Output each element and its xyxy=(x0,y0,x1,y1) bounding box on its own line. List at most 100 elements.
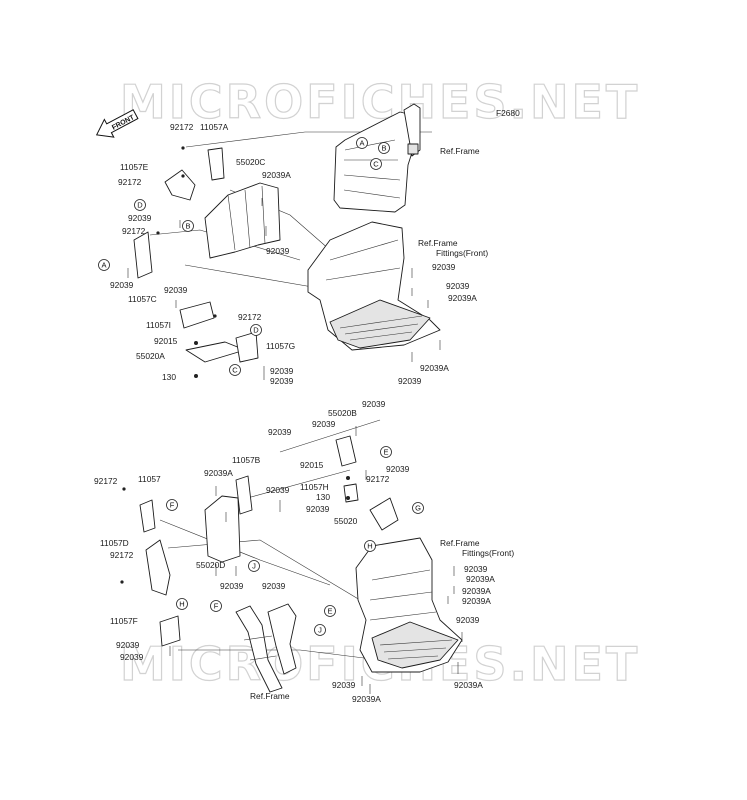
part-label: 92015 xyxy=(300,460,324,470)
bolts-bottom xyxy=(120,426,463,694)
callout-marker: B xyxy=(378,142,390,154)
part-label: 92172 xyxy=(118,177,142,187)
part-label: 92039A xyxy=(204,468,233,478)
callout-marker: H xyxy=(176,598,188,610)
bracket-lower-left xyxy=(179,301,215,329)
watermark-top: MICROFICHES.NET xyxy=(120,75,640,129)
bracket-11057E xyxy=(164,169,196,201)
svg-text:F: F xyxy=(170,501,175,510)
part-label: 92039 xyxy=(464,564,488,574)
svg-text:C: C xyxy=(373,160,379,169)
part-label: 55020B xyxy=(328,408,357,418)
part-label: 92039 xyxy=(306,504,330,514)
part-label: 92039 xyxy=(332,680,356,690)
part-label: 92039 xyxy=(110,280,134,290)
bracket-55020 xyxy=(369,497,399,531)
labels-bottom: 92039 55020B 92039 92039 11057B 92039A 9… xyxy=(94,399,514,704)
part-label: 55020D xyxy=(196,560,225,570)
part-label: 92039 xyxy=(164,285,188,295)
callouts-bottom: E F G H J F H J E xyxy=(166,446,424,636)
part-label: 92039 xyxy=(386,464,410,474)
part-label: 11057E xyxy=(120,162,149,172)
part-label: 92039 xyxy=(270,376,294,386)
fender-panel-top xyxy=(204,182,281,259)
part-label: 92039 xyxy=(266,485,290,495)
svg-text:D: D xyxy=(137,201,143,210)
part-label: 92039 xyxy=(446,281,470,291)
svg-text:E: E xyxy=(327,607,332,616)
part-label: 11057D xyxy=(100,538,129,548)
part-label: 92039A xyxy=(352,694,381,704)
fender-panel-bottom xyxy=(204,495,241,563)
part-label: 130 xyxy=(316,492,330,502)
part-label: 92172 xyxy=(238,312,262,322)
labels-top: 92172 11057A 11057E 92172 55020C 92039A … xyxy=(110,122,488,386)
callout-marker: E xyxy=(324,605,336,617)
part-label: 92039 xyxy=(398,376,422,386)
part-label: 92039 xyxy=(270,366,294,376)
svg-text:A: A xyxy=(101,261,106,270)
part-label: 11057F xyxy=(110,616,138,626)
part-label: 92172 xyxy=(122,226,146,236)
part-label: 11057G xyxy=(266,341,295,351)
callout-marker: J xyxy=(314,624,326,636)
part-label: 92039A xyxy=(448,293,477,303)
part-label: 92039A xyxy=(462,596,491,606)
part-label: Ref.Frame xyxy=(250,691,290,701)
callout-marker: C xyxy=(370,158,382,170)
part-label: 130 xyxy=(162,372,176,382)
part-label: 92039 xyxy=(268,427,292,437)
svg-text:B: B xyxy=(381,144,386,153)
part-label: 92039 xyxy=(362,399,386,409)
part-label: Ref.Frame xyxy=(440,146,480,156)
svg-text:J: J xyxy=(318,626,322,635)
bracket-11057C xyxy=(133,231,153,279)
part-label: Fittings(Front) xyxy=(436,248,488,258)
part-label: 92039A xyxy=(462,586,491,596)
part-label: 92039 xyxy=(262,581,286,591)
part-label: 92039A xyxy=(454,680,483,690)
part-label: 92039A xyxy=(420,363,449,373)
svg-text:H: H xyxy=(179,600,184,609)
part-label: 92039 xyxy=(220,581,244,591)
part-label: 55020A xyxy=(136,351,165,361)
callout-marker: A xyxy=(356,137,368,149)
bracket-11057D xyxy=(145,539,171,596)
callout-marker: B xyxy=(182,220,194,232)
callout-marker: F xyxy=(210,600,222,612)
bottom-assembly xyxy=(120,419,463,694)
callout-marker: D xyxy=(250,324,262,336)
callout-marker: A xyxy=(98,259,110,271)
svg-text:H: H xyxy=(367,542,372,551)
part-label: 55020 xyxy=(334,516,358,526)
part-label: 11057H xyxy=(300,482,329,492)
floor-mat-top xyxy=(329,299,431,349)
part-label: 92172 xyxy=(94,476,118,486)
bracket-11057H xyxy=(343,483,359,503)
svg-text:B: B xyxy=(185,222,190,231)
svg-text:F: F xyxy=(214,602,219,611)
part-label: 11057B xyxy=(232,455,261,465)
floor-mat-bottom xyxy=(371,621,459,669)
part-label: 92039 xyxy=(266,246,290,256)
bracket-11057A xyxy=(207,147,225,181)
bracket-11057G xyxy=(235,331,259,363)
part-label: 11057C xyxy=(128,294,157,304)
part-label: 92039 xyxy=(432,262,456,272)
part-label: 92039 xyxy=(120,652,144,662)
part-label: 92039 xyxy=(116,640,140,650)
svg-text:E: E xyxy=(383,448,388,457)
part-label: 92039 xyxy=(456,615,480,625)
part-label: 11057I xyxy=(146,320,171,330)
part-label: 92039 xyxy=(128,213,152,223)
figure-code: F2680 xyxy=(496,108,520,118)
bolts-top xyxy=(127,146,441,380)
callouts-top: A B C D B D A C xyxy=(98,137,390,376)
part-label: 92039 xyxy=(312,419,336,429)
part-label: 92172 xyxy=(366,474,390,484)
bracket-55020A xyxy=(185,341,246,363)
svg-text:C: C xyxy=(232,366,238,375)
part-label: Fittings(Front) xyxy=(462,548,514,558)
bracket-11057F xyxy=(159,615,181,647)
